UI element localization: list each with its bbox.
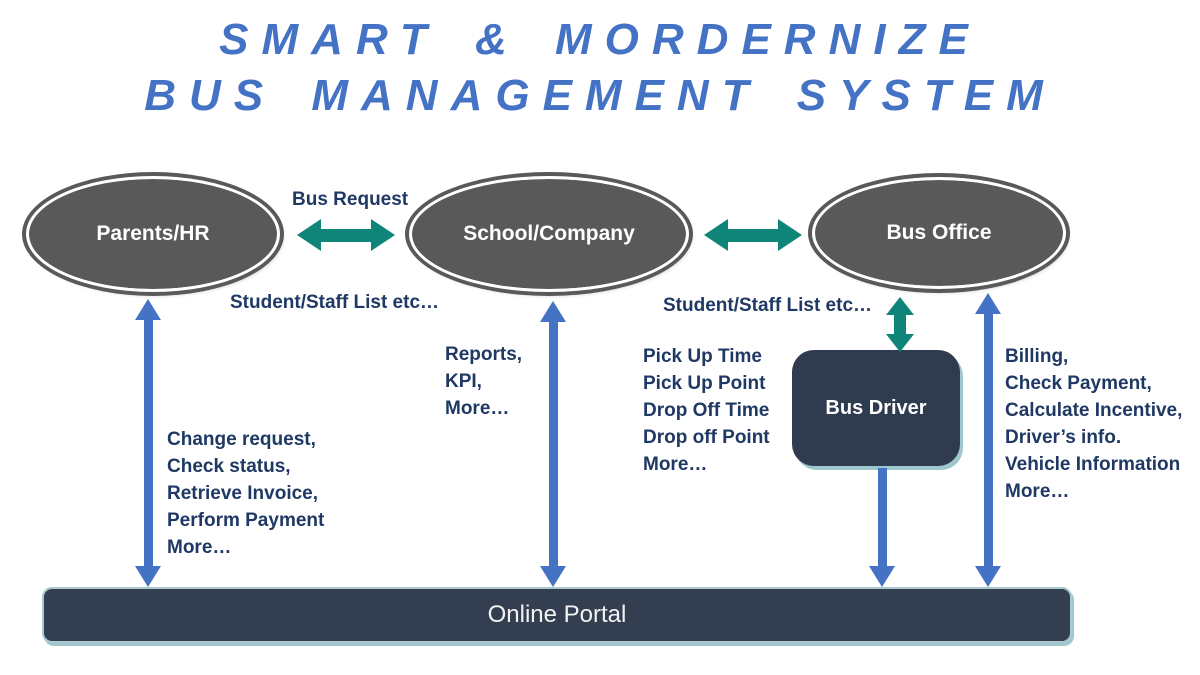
list-item: Check Payment, [1005, 373, 1152, 394]
node-bus-office-label: Bus Office [886, 221, 992, 244]
arrowhead-left-icon [297, 219, 321, 251]
arrowhead-up-icon [135, 299, 161, 320]
arrow-shaft [983, 314, 993, 566]
label-student-staff-list-right: Student/Staff List etc… [663, 295, 873, 316]
arrow-shaft [728, 228, 778, 242]
arrowhead-down-icon [135, 566, 161, 587]
double-arrow-office-driver-icon [886, 297, 914, 352]
list-item: Billing, [1005, 346, 1069, 367]
node-bus-driver: Bus Driver [792, 350, 960, 466]
list-bus-office-portal: Billing, Check Payment, Calculate Incent… [1005, 343, 1182, 505]
list-item: Pick Up Time [643, 346, 762, 367]
list-item: Perform Payment [167, 510, 325, 531]
list-item: Retrieve Invoice, [167, 483, 319, 504]
arrowhead-left-icon [704, 219, 728, 251]
arrow-shaft [548, 322, 558, 566]
arrowhead-up-icon [975, 293, 1001, 314]
arrowhead-right-icon [371, 219, 395, 251]
arrowhead-right-icon [778, 219, 802, 251]
node-school-company: School/Company [409, 176, 689, 292]
list-item: Drop Off Time [643, 400, 770, 421]
list-bus-driver-info: Pick Up Time Pick Up Point Drop Off Time… [643, 343, 770, 478]
title-line-2: BUS MANAGEMENT SYSTEM [144, 71, 1056, 120]
arrowhead-up-icon [540, 301, 566, 322]
arrowhead-up-icon [886, 297, 914, 315]
double-arrow-school-office-icon [704, 219, 802, 251]
node-bus-office: Bus Office [812, 177, 1066, 289]
list-item: Check status, [167, 456, 291, 477]
list-item: More… [167, 537, 232, 558]
double-arrow-parents-portal-icon [135, 299, 161, 587]
arrowhead-down-icon [886, 334, 914, 352]
double-arrow-parents-school-icon [297, 219, 395, 251]
arrow-driver-portal-icon [869, 468, 895, 587]
list-school-portal: Reports, KPI, More… [445, 341, 522, 422]
node-school-company-label: School/Company [463, 222, 635, 245]
node-online-portal-label: Online Portal [487, 601, 627, 628]
node-parents-hr-label: Parents/HR [96, 222, 210, 245]
list-item: Change request, [167, 429, 316, 450]
page-title: SMART & MORDERNIZE BUS MANAGEMENT SYSTEM [0, 12, 1200, 124]
title-line-1: SMART & MORDERNIZE [219, 15, 981, 64]
list-item: Calculate Incentive, [1005, 400, 1183, 421]
node-parents-hr: Parents/HR [26, 176, 280, 292]
list-item: Drop off Point [643, 427, 770, 448]
arrow-shaft [321, 228, 371, 242]
list-item: More… [1005, 481, 1070, 502]
list-item: KPI, [445, 371, 482, 392]
list-item: Vehicle Information [1005, 454, 1181, 475]
arrowhead-down-icon [975, 566, 1001, 587]
list-item: Reports, [445, 344, 523, 365]
arrow-shaft [143, 320, 153, 566]
double-arrow-school-portal-icon [540, 301, 566, 587]
list-item: More… [445, 398, 510, 419]
list-item: Pick Up Point [643, 373, 766, 394]
arrowhead-down-icon [540, 566, 566, 587]
arrowhead-down-icon [869, 566, 895, 587]
list-item: More… [643, 454, 708, 475]
double-arrow-office-portal-icon [975, 293, 1001, 587]
list-item: Driver’s info. [1005, 427, 1122, 448]
node-online-portal: Online Portal [42, 587, 1072, 643]
label-bus-request: Bus Request [292, 189, 409, 210]
list-parents-portal: Change request, Check status, Retrieve I… [167, 426, 324, 561]
node-bus-driver-label: Bus Driver [825, 396, 927, 419]
arrow-shaft [877, 468, 887, 566]
label-student-staff-list-left: Student/Staff List etc… [230, 292, 440, 313]
arrow-shaft [894, 315, 906, 334]
